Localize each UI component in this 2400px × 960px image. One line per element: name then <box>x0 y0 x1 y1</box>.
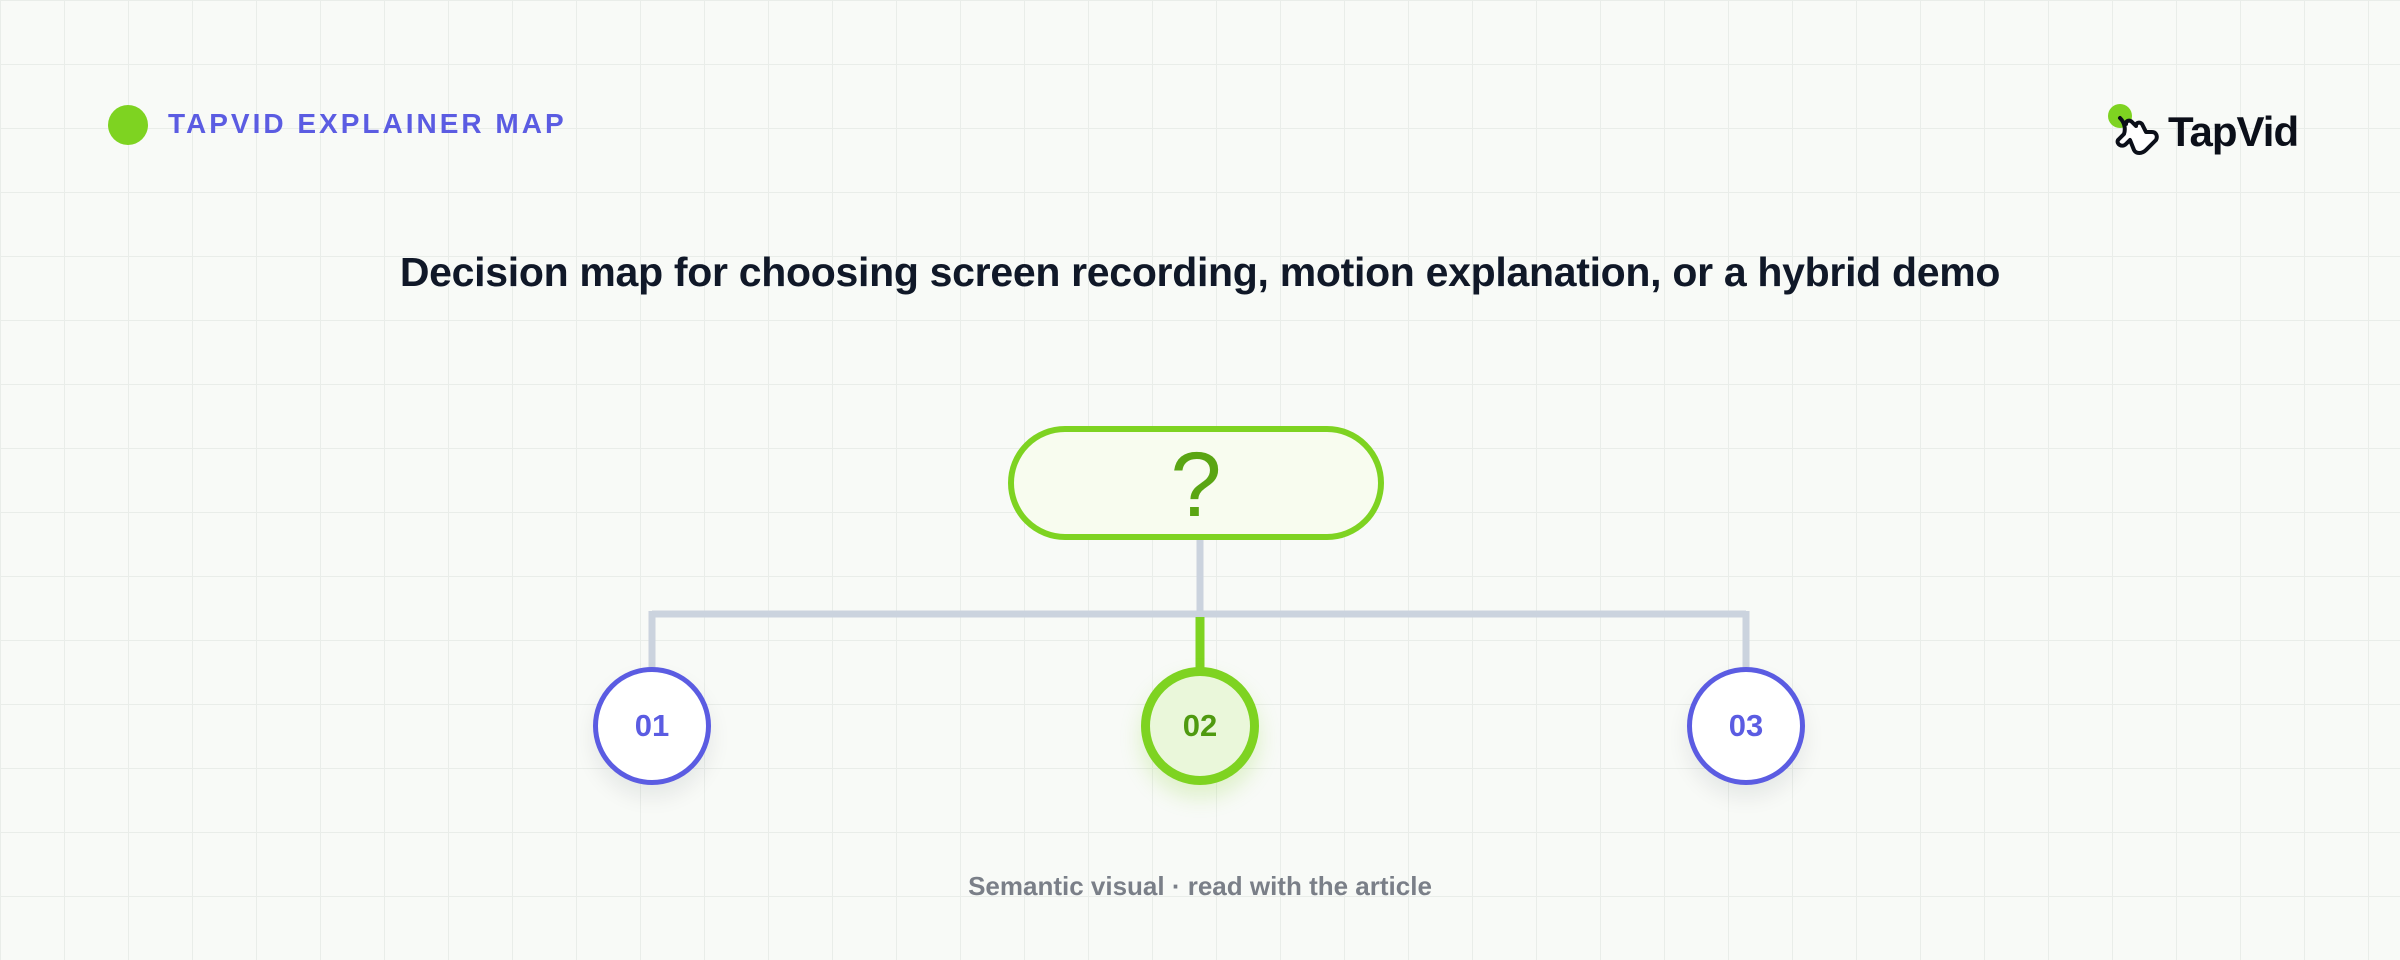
question-mark: ? <box>1170 434 1222 536</box>
decision-question-node: ? <box>1008 426 1384 540</box>
logo-wordmark: TapVid <box>2168 108 2299 155</box>
option-node-01: 01 <box>593 667 711 785</box>
option-node-03: 03 <box>1687 667 1805 785</box>
page-title: Decision map for choosing screen recordi… <box>399 249 2001 295</box>
option-node-02: 02 <box>1141 667 1259 785</box>
brand-dot <box>108 105 148 145</box>
footer-note: Semantic visual · read with the article <box>968 871 1432 901</box>
brand-label: TAPVID EXPLAINER MAP <box>168 108 567 139</box>
pointing-hand-icon <box>2108 104 2159 155</box>
tapvid-logo: TapVid <box>2106 100 2306 160</box>
